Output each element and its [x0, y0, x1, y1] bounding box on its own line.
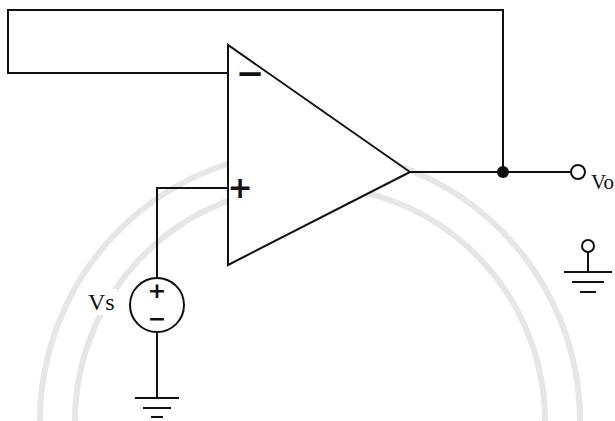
noninverting-sign: + [227, 173, 252, 203]
source-label: Vs [86, 289, 117, 315]
op-amp: −+ [228, 45, 410, 265]
input-wire [157, 188, 228, 277]
plus-sign: + [148, 280, 166, 302]
output-wire [410, 171, 571, 173]
ground-terminal [582, 240, 594, 252]
minus-sign: − [148, 308, 166, 330]
source-ground-wire [156, 333, 158, 398]
ground-symbol [135, 398, 179, 417]
voltage-source: +− [129, 277, 185, 333]
output-label: Vo [589, 171, 615, 194]
inverting-sign: − [236, 56, 265, 90]
output-terminal [571, 165, 585, 179]
junction-dot [497, 166, 509, 178]
ground-symbol [564, 272, 612, 292]
ground-wire [587, 252, 589, 272]
